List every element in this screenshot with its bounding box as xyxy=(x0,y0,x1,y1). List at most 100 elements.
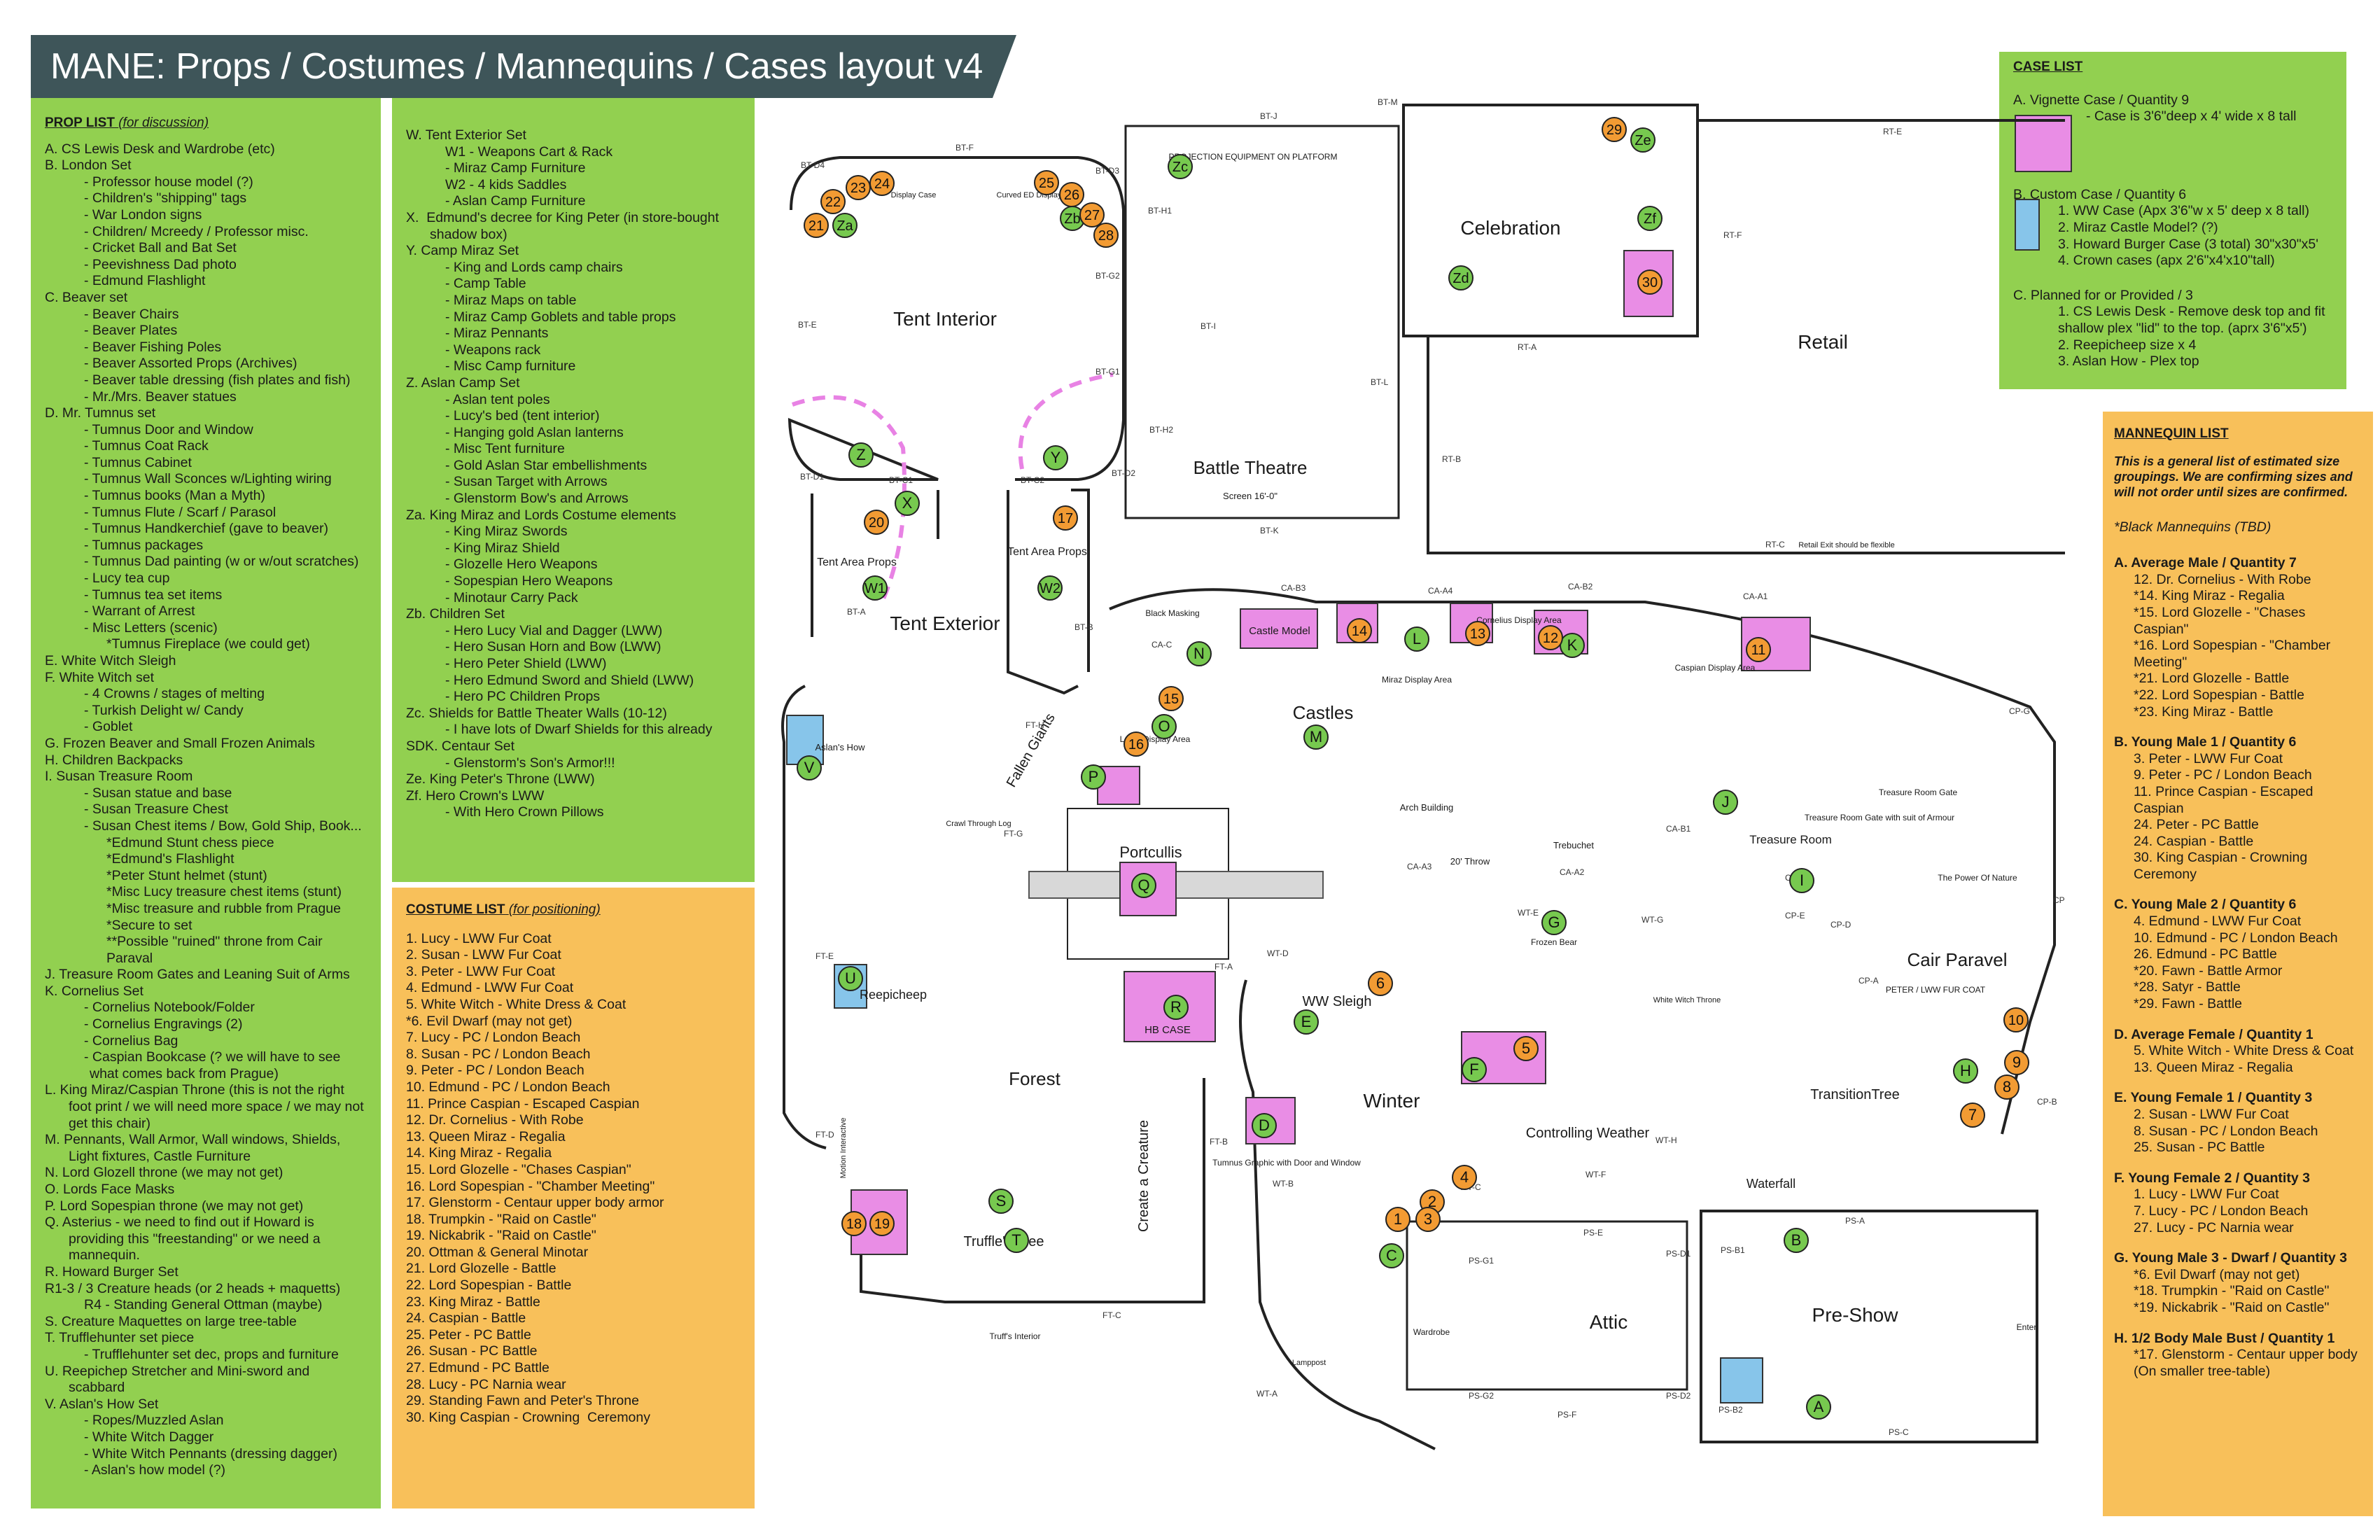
area-label-treasure-gate: Treasure Room Gate xyxy=(1879,788,1958,797)
mannequin-item: 24. Peter - PC Battle xyxy=(2134,817,2259,833)
area-label-create-a-creature: Create a Creature xyxy=(1136,1120,1152,1232)
area-label-miraz-display: Miraz Display Area xyxy=(1382,675,1452,685)
list-item: Zc. Shields for Battle Theater Walls (10… xyxy=(406,705,667,721)
marker-zf: Zf xyxy=(1637,206,1662,231)
area-label-lamppost: Lamppost xyxy=(1292,1359,1326,1367)
list-item: G. Frozen Beaver and Small Frozen Animal… xyxy=(45,735,315,751)
list-item: *6. Evil Dwarf (may not get) xyxy=(406,1013,573,1029)
list-item: - Susan statue and base xyxy=(84,785,232,801)
marker-v: V xyxy=(797,755,822,780)
svg-text:4: 4 xyxy=(1460,1168,1469,1186)
marker-29: 29 xyxy=(1602,117,1627,142)
list-item: - Tumnus Wall Sconces w/Lighting wiring xyxy=(84,471,332,487)
mannequin-item: *16. Lord Sopespian - "Chamber Meeting" xyxy=(2134,638,2331,670)
mannequin-item: *29. Fawn - Battle xyxy=(2134,996,2242,1012)
wall-label: CA-B1 xyxy=(1666,824,1691,834)
wall-label: BT-F xyxy=(955,143,974,153)
retail-wall xyxy=(1427,119,2065,554)
list-item: 3. Howard Burger Case (3 total) 30"x30"x… xyxy=(2058,236,2318,252)
marker-y: Y xyxy=(1043,445,1068,470)
area-label-projection: PROJECTION EQUIPMENT ON PLATFORM xyxy=(1169,152,1338,162)
wall-label: BT-G2 xyxy=(1096,271,1120,281)
battle-theatre-wall xyxy=(1124,125,1400,519)
marker-7: 7 xyxy=(1960,1102,1985,1128)
area-label-cornelius-display: Cornelius Display Area xyxy=(1476,615,1562,625)
mannequin-group-title: B. Young Male 1 / Quantity 6 xyxy=(2114,734,2297,750)
list-item: - Hanging gold Aslan lanterns xyxy=(445,424,624,440)
list-item: - Beaver Fishing Poles xyxy=(84,339,222,355)
area-label-ww-sleigh: WW Sleigh xyxy=(1303,994,1372,1009)
list-item: - Miraz Pennants xyxy=(445,326,549,342)
svg-text:F: F xyxy=(1469,1060,1478,1078)
area-label-forest: Forest xyxy=(1009,1068,1060,1089)
area-label-winter: Winter xyxy=(1364,1090,1420,1112)
wall-label: BT-J xyxy=(1260,111,1278,121)
list-item: - Children/ Mcreedy / Professor misc. xyxy=(84,223,309,239)
wall-label: WT-F xyxy=(1586,1170,1606,1180)
display-case xyxy=(1741,617,1811,671)
marker-12: 12 xyxy=(1538,625,1563,650)
mannequin-intro: This is a general list of estimated size… xyxy=(2114,454,2353,499)
area-label-retail-exit: Retail Exit should be flexible xyxy=(1798,541,1895,550)
area-label-arch-building: Arch Building xyxy=(1400,802,1454,813)
mannequin-item: 5. White Witch - White Dress & Coat xyxy=(2134,1043,2354,1059)
svg-text:J: J xyxy=(1722,793,1730,811)
list-item: - Goblet xyxy=(84,719,133,735)
list-item: - Tumnus Flute / Scarf / Parasol xyxy=(84,504,276,520)
wall-label: WT-A xyxy=(1256,1389,1278,1399)
case-b-title: B. Custom Case / Quantity 6 xyxy=(2013,186,2187,202)
mannequin-item: 8. Susan - PC / London Beach xyxy=(2134,1123,2318,1139)
tent-path-left xyxy=(792,395,906,603)
svg-text:19: 19 xyxy=(874,1217,890,1232)
mannequin-item: *23. King Miraz - Battle xyxy=(2134,704,2274,720)
list-item: T. Trufflehunter set piece xyxy=(45,1330,195,1346)
svg-text:1: 1 xyxy=(1394,1210,1402,1228)
svg-text:X: X xyxy=(902,494,913,512)
winter-wall xyxy=(1239,979,1436,1450)
wall-label: BT-D1 xyxy=(800,472,824,482)
svg-text:24: 24 xyxy=(874,176,890,192)
wall-label: CA-B3 xyxy=(1281,583,1306,593)
wall-label: BT-C2 xyxy=(1021,475,1044,485)
svg-text:V: V xyxy=(804,759,815,776)
list-item: X. Edmund's decree for King Peter (in st… xyxy=(406,209,723,242)
list-item: - Gold Aslan Star embellishments xyxy=(445,457,648,473)
area-label-screen: Screen 16'-0" xyxy=(1223,491,1278,501)
svg-text:L: L xyxy=(1413,630,1421,648)
marker-z: Z xyxy=(848,442,874,468)
list-item: 22. Lord Sopespian - Battle xyxy=(406,1278,572,1294)
svg-text:Y: Y xyxy=(1051,449,1061,466)
area-label-castles: Castles xyxy=(1293,702,1354,723)
wall-label: WT-E xyxy=(1518,908,1539,918)
list-item: - Tumnus packages xyxy=(84,537,204,553)
case-b-items: 1. WW Case (Apx 3'6"w x 5' deep x 8 tall… xyxy=(2013,203,2332,269)
svg-text:G: G xyxy=(1548,913,1560,931)
list-item: 12. Dr. Cornelius - With Robe xyxy=(406,1112,584,1128)
area-label-transition-tree: TransitionTree xyxy=(1810,1087,1899,1102)
mannequin-item: *28. Satyr - Battle xyxy=(2134,979,2241,995)
svg-text:Zb: Zb xyxy=(1064,211,1080,227)
svg-text:21: 21 xyxy=(808,218,824,234)
wall-label: BT-A xyxy=(847,607,866,617)
forest-wall xyxy=(781,685,1205,1303)
wall-label: RT-F xyxy=(1723,230,1742,240)
svg-text:22: 22 xyxy=(825,195,841,210)
marker-14: 14 xyxy=(1347,618,1372,643)
mannequin-group-title: C. Young Male 2 / Quantity 6 xyxy=(2114,897,2297,913)
marker-15: 15 xyxy=(1158,686,1184,711)
list-item: - Glozelle Hero Weapons xyxy=(445,556,598,573)
marker-a: A xyxy=(1806,1394,1831,1420)
list-item: H. Children Backpacks xyxy=(45,752,183,768)
list-item: 13. Queen Miraz - Regalia xyxy=(406,1128,566,1144)
list-item: 2. Susan - LWW Fur Coat xyxy=(406,947,561,963)
area-label-motion-interactive: Motion Interactive xyxy=(839,1118,848,1179)
list-item: E. White Witch Sleigh xyxy=(45,653,176,668)
list-item: - Susan Treasure Chest xyxy=(84,802,228,818)
list-item: - Cornelius Bag xyxy=(84,1032,178,1049)
wall-label: PS-C xyxy=(1889,1427,1909,1437)
marker-26: 26 xyxy=(1059,182,1084,207)
list-item: R1-3 / 3 Creature heads (or 2 heads + ma… xyxy=(45,1280,341,1296)
mannequin-item: 1. Lucy - LWW Fur Coat xyxy=(2134,1186,2279,1203)
mannequin-item: 13. Queen Miraz - Regalia xyxy=(2134,1059,2293,1075)
